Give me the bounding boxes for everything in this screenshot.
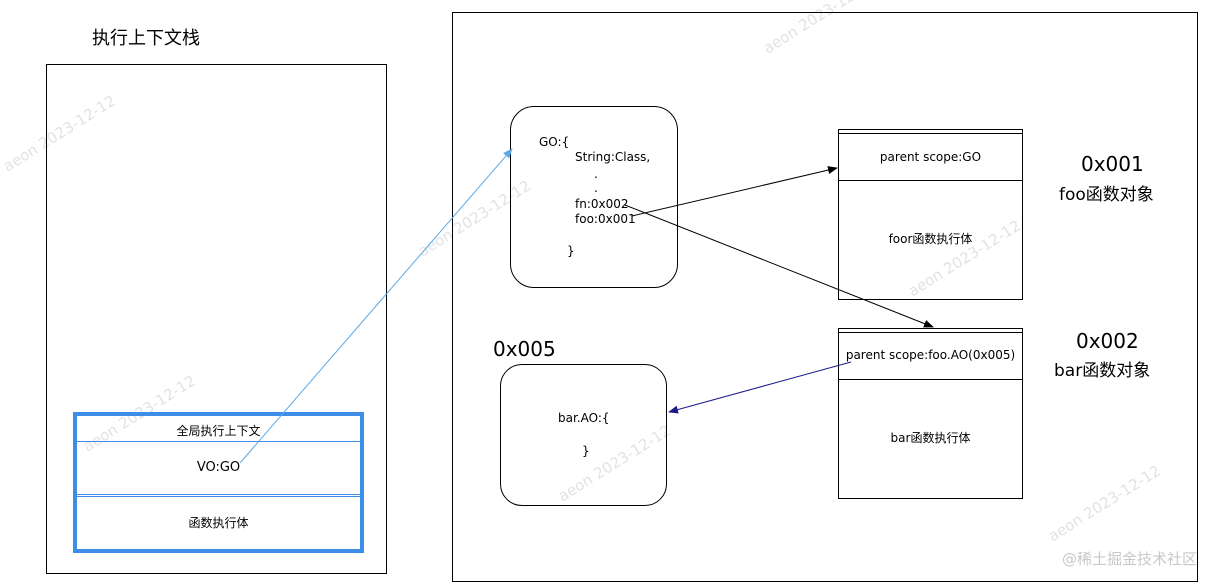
bar-scope-to-ao-arrow (668, 361, 852, 414)
foo-function-object (838, 129, 1023, 300)
go-fn-entry: fn:0x002 (575, 197, 629, 211)
foo-object-divider (838, 180, 1023, 181)
go-ellipsis: . (594, 167, 598, 181)
global-context-title: 全局执行上下文 (176, 424, 261, 438)
global-context-vo: VO:GO (196, 460, 241, 475)
go-string-class: String:Class, (575, 150, 651, 164)
global-context-divider (77, 441, 360, 442)
vo-to-go-arrow (239, 148, 513, 464)
bar-ao-address: 0x005 (493, 337, 556, 361)
foo-parent-scope: parent scope:GO (879, 150, 982, 164)
go-close: } (567, 244, 575, 258)
bar-ao-close: } (582, 444, 590, 458)
foo-object-label: foo函数对象 (1059, 185, 1154, 205)
foo-address: 0x001 (1081, 152, 1144, 176)
bar-function-body: bar函数执行体 (890, 431, 971, 445)
bar-ao-open: bar.AO:{ (558, 411, 610, 425)
global-execution-context (73, 412, 364, 553)
global-context-body: 函数执行体 (188, 516, 249, 530)
fn-to-bar-object-arrow (624, 204, 934, 328)
go-object (510, 106, 678, 288)
credit-watermark: @稀土掘金技术社区 (1062, 550, 1198, 568)
bar-parent-scope: parent scope:foo.AO(0x005) (845, 348, 1016, 362)
go-foo-entry: foo:0x001 (575, 212, 636, 226)
execution-context-stack (46, 64, 387, 574)
foo-to-foo-object-arrow (631, 166, 838, 217)
bar-object-divider (838, 379, 1023, 380)
bar-address: 0x002 (1076, 329, 1139, 353)
go-ellipsis: . (594, 181, 598, 195)
foo-function-body: foor函数执行体 (888, 232, 973, 246)
stack-title: 执行上下文栈 (92, 28, 200, 49)
bar-function-object (838, 328, 1023, 499)
go-open: GO:{ (539, 135, 570, 149)
bar-activation-object (500, 364, 667, 506)
global-context-divider (77, 494, 360, 497)
bar-object-label: bar函数对象 (1054, 361, 1151, 381)
bar-object-top-line (838, 332, 1023, 333)
foo-object-top-line (838, 133, 1023, 134)
